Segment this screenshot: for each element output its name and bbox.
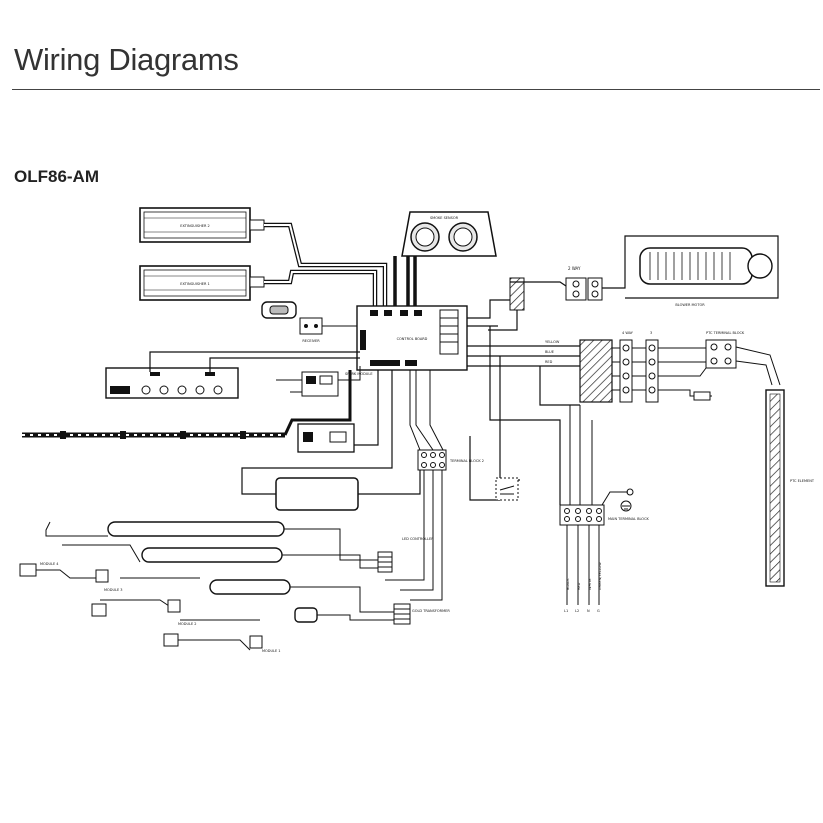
red-label: RED bbox=[545, 360, 553, 364]
control-board: CONTROL BOARD bbox=[356, 305, 468, 371]
term-g-label: G bbox=[597, 609, 600, 613]
title-divider bbox=[12, 89, 820, 90]
ptc-terminal-block: PTC TERMINAL BLOCK bbox=[658, 331, 781, 401]
term-n-label: N bbox=[587, 609, 590, 613]
extinguisher-1: EXTINGUISHER 1 bbox=[139, 265, 265, 301]
model-heading: OLF86-AM bbox=[14, 167, 99, 186]
main-terminal-block-label: MAIN TERMINAL BLOCK bbox=[608, 517, 650, 521]
term-l1-label: L1 bbox=[564, 609, 568, 613]
control-board-label: CONTROL BOARD bbox=[397, 337, 428, 341]
module-1-label: MODULE 1 bbox=[262, 649, 281, 653]
yellow-label: YELLOW bbox=[545, 340, 560, 344]
harness-block bbox=[579, 339, 613, 403]
switch-box bbox=[495, 477, 519, 501]
three-way-label: 3 bbox=[650, 331, 652, 335]
led-controller bbox=[297, 370, 379, 453]
ptc-terminal-block-label: PTC TERMINAL BLOCK bbox=[706, 331, 745, 335]
led-strip bbox=[22, 370, 352, 439]
module-3-label: MODULE 3 bbox=[104, 588, 123, 592]
wire-color-labels: YELLOW BLUE RED bbox=[545, 340, 560, 364]
blower-label: BLOWER MOTOR bbox=[675, 303, 705, 307]
two-way-label: 2 WAY bbox=[568, 266, 581, 271]
four-way-label: 4 WAY bbox=[622, 331, 634, 335]
page-title: Wiring Diagrams bbox=[14, 42, 239, 77]
gold-transformer bbox=[241, 370, 421, 511]
four-way-connector: 4 WAY 3 bbox=[612, 331, 659, 403]
extinguisher-harness bbox=[264, 222, 388, 310]
wire-white-label: WHITE bbox=[588, 579, 592, 590]
extinguisher-2: EXTINGUISHER 2 bbox=[139, 207, 265, 243]
smoke-sensor: SMOKE SENSOR bbox=[401, 211, 497, 257]
terminal-block-2: TERMINAL BLOCK 2 bbox=[385, 370, 484, 601]
ptc-element-label: PTC ELEMENT bbox=[790, 479, 815, 483]
gold-transformer-label: GOLD TRANSFORMER bbox=[412, 609, 450, 613]
receiver-label: RECEIVER bbox=[302, 339, 320, 343]
main-wiring bbox=[467, 299, 580, 505]
module-4-label: MODULE 4 bbox=[40, 562, 59, 566]
two-way-connector: 2 WAY bbox=[565, 266, 603, 301]
modules: MODULE 4 MODULE 3 MODULE 2 MODULE 1 bbox=[19, 521, 395, 653]
led-controller-label: LED CONTROLLER bbox=[402, 537, 434, 541]
terminal-block-2-label: TERMINAL BLOCK 2 bbox=[449, 459, 484, 463]
spark-module-label: SPARK MODULE bbox=[345, 372, 373, 376]
supply-wire-labels: BLACK RED WHITE GREEN/YELLOW L1 L2 N G bbox=[564, 562, 602, 613]
blower-motor: BLOWER MOTOR bbox=[602, 235, 779, 307]
spark-module: SPARK MODULE bbox=[276, 366, 373, 397]
module-2-label: MODULE 2 bbox=[178, 622, 197, 626]
wire-black-label: BLACK bbox=[566, 578, 570, 590]
extinguisher-1-label: EXTINGUISHER 1 bbox=[180, 282, 209, 286]
main-terminal-block: MAIN TERMINAL BLOCK bbox=[559, 405, 650, 605]
receiver: RECEIVER bbox=[261, 301, 357, 343]
blue-label: BLUE bbox=[545, 350, 554, 354]
wire-red-label: RED bbox=[577, 582, 581, 590]
ptc-element: PTC ELEMENT bbox=[765, 389, 815, 587]
extinguisher-2-label: EXTINGUISHER 2 bbox=[180, 224, 209, 228]
button-panel bbox=[105, 351, 360, 399]
wire-harness-hatch bbox=[488, 277, 567, 331]
smoke-sensor-label: SMOKE SENSOR bbox=[430, 216, 459, 220]
term-l2-label: L2 bbox=[575, 609, 579, 613]
wire-green-yellow-label: GREEN/YELLOW bbox=[598, 562, 602, 590]
led-controller-connector: LED CONTROLLER GOLD TRANSFORMER bbox=[377, 537, 450, 625]
